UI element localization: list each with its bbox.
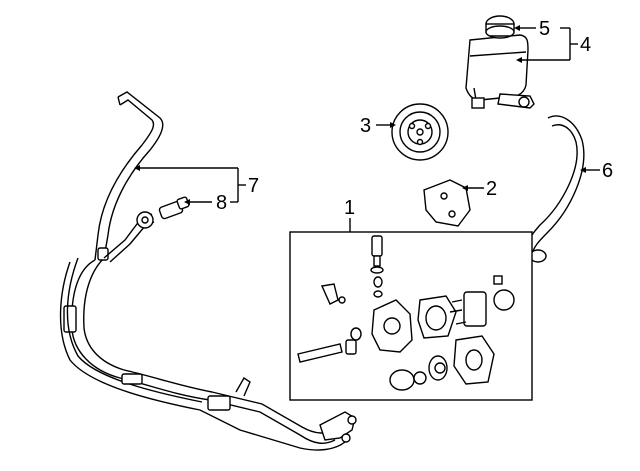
callout-6: 6 bbox=[602, 160, 613, 182]
callout-2: 2 bbox=[486, 178, 497, 200]
callout-4: 4 bbox=[580, 34, 591, 56]
mounting-bracket[interactable] bbox=[423, 179, 471, 227]
callout-lines bbox=[134, 25, 600, 232]
callout-5: 5 bbox=[539, 18, 550, 40]
callout-1: 1 bbox=[344, 197, 355, 219]
callout-8: 8 bbox=[216, 192, 227, 214]
pulley[interactable] bbox=[391, 103, 449, 161]
pressure-line-assembly[interactable] bbox=[59, 91, 357, 451]
return-hose[interactable] bbox=[526, 115, 585, 263]
pump-assembly-box[interactable] bbox=[289, 231, 533, 401]
reservoir-cap[interactable] bbox=[485, 15, 515, 39]
callout-3: 3 bbox=[360, 115, 371, 137]
callout-7: 7 bbox=[248, 175, 259, 197]
reservoir-assembly[interactable] bbox=[465, 15, 535, 109]
pressure-sensor-valve[interactable] bbox=[158, 196, 190, 220]
